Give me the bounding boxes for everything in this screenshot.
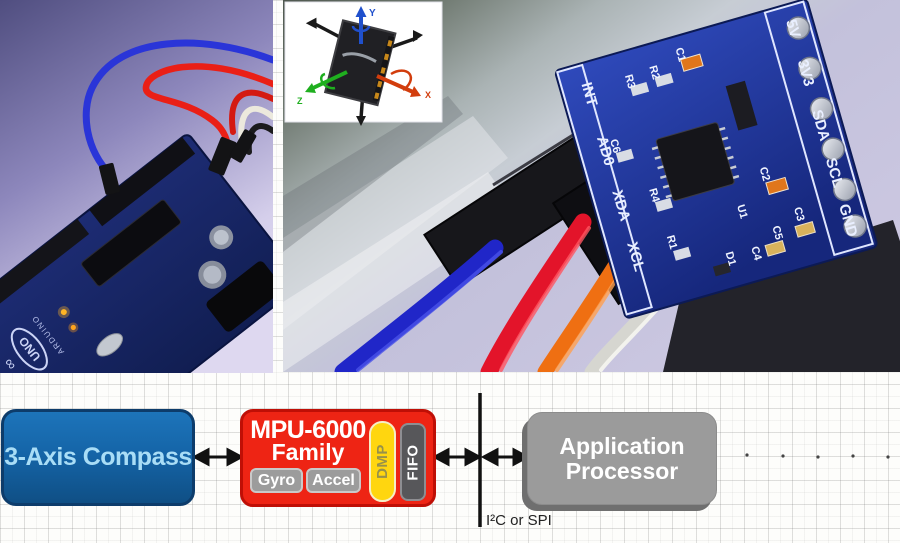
gyro-block: Gyro bbox=[250, 468, 303, 493]
svg-text:C1: C1 bbox=[672, 46, 687, 63]
crystal-oscillator bbox=[96, 333, 123, 357]
component-labels: R3 R2 C1 C6 R4 R1 C2 U1 C3 C4 C5 D1 bbox=[607, 46, 806, 267]
wire-connectors bbox=[99, 129, 257, 195]
fifo-label: FIFO bbox=[404, 443, 422, 481]
mpu-chip bbox=[655, 122, 735, 201]
header-strip bbox=[0, 218, 90, 327]
dmp-block: DMP bbox=[369, 421, 396, 502]
svg-text:C3: C3 bbox=[791, 206, 806, 223]
red-wire bbox=[480, 213, 592, 372]
z-axis-arrow: Z bbox=[297, 70, 348, 106]
mpu-photo-scene: 5V 3V3 SDA SCL GND INT AD0 XDA XCL R3 R2 bbox=[283, 0, 900, 372]
pin-label: 3V3 bbox=[794, 58, 818, 88]
axis-label-y: Y bbox=[369, 8, 376, 19]
power-led bbox=[60, 309, 67, 316]
red-wire bbox=[142, 63, 273, 159]
blue-wire bbox=[82, 39, 273, 178]
processor-label-line1: Application bbox=[559, 432, 685, 459]
application-processor-block: Application Processor bbox=[527, 412, 717, 505]
svg-text:R3: R3 bbox=[622, 73, 637, 90]
chip-pins bbox=[651, 126, 740, 199]
mpu-title-line2: Family bbox=[271, 439, 345, 465]
pin-label: 5V bbox=[782, 18, 803, 40]
compass-label: 3-Axis Compass bbox=[4, 443, 192, 471]
arduino-photo-scene: UNO ARDUINO ∞ bbox=[0, 0, 273, 373]
mpu-title-line1: MPU-6000 bbox=[250, 416, 366, 444]
solder-pins bbox=[786, 16, 867, 238]
svg-text:U1: U1 bbox=[734, 203, 749, 220]
blue-wire bbox=[334, 239, 504, 372]
tx-led bbox=[70, 324, 76, 331]
y-axis-arrow: Y bbox=[351, 6, 376, 44]
axis-inset: Y Z X bbox=[284, 1, 443, 126]
svg-text:C4: C4 bbox=[748, 245, 764, 263]
smd-component bbox=[725, 80, 758, 131]
mpu-title: MPU-6000 Family bbox=[245, 416, 371, 465]
silkscreen-border bbox=[763, 0, 875, 257]
accel-block: Accel bbox=[306, 468, 361, 493]
svg-text:C2: C2 bbox=[757, 166, 772, 183]
svg-text:C6: C6 bbox=[607, 138, 622, 155]
mpu6050-pcb: 5V 3V3 SDA SCL GND INT AD0 XDA XCL R3 R2 bbox=[554, 0, 878, 319]
fifo-block: FIFO bbox=[400, 423, 426, 501]
svg-text:R4: R4 bbox=[646, 187, 662, 205]
module-wires bbox=[334, 213, 676, 372]
white-smd-parts bbox=[615, 72, 732, 277]
power-jack bbox=[206, 261, 273, 332]
red-wire bbox=[229, 89, 273, 135]
bus-protocol-label: I²C or SPI bbox=[486, 512, 552, 529]
processor-label-line2: Processor bbox=[565, 457, 679, 484]
x-axis-arrow: X bbox=[376, 69, 431, 100]
photo-mpu6050-module: 5V 3V3 SDA SCL GND INT AD0 XDA XCL R3 R2 bbox=[283, 0, 900, 372]
dmp-label: DMP bbox=[374, 444, 391, 479]
svg-text:C5: C5 bbox=[769, 224, 784, 241]
silkscreen-border bbox=[555, 63, 653, 316]
axis-label-z: Z bbox=[297, 96, 303, 106]
svg-text:D1: D1 bbox=[723, 250, 738, 267]
paper-dots bbox=[745, 453, 890, 459]
compass-block: 3-Axis Compass bbox=[1, 409, 195, 506]
dark-streak bbox=[283, 96, 463, 252]
orange-capacitors bbox=[679, 53, 816, 257]
mpu-block: MPU-6000 Family Gyro Accel DMP FIFO bbox=[240, 409, 436, 507]
photo-arduino-uno: UNO ARDUINO ∞ bbox=[0, 0, 273, 373]
axis-label-x: X bbox=[425, 90, 431, 100]
arduino-board: UNO ARDUINO ∞ bbox=[0, 134, 273, 373]
svg-text:R2: R2 bbox=[646, 64, 661, 81]
header-strip bbox=[89, 137, 196, 227]
atmega-chip bbox=[81, 199, 181, 287]
pin-label: INT bbox=[578, 80, 601, 108]
svg-text:R1: R1 bbox=[664, 234, 679, 251]
